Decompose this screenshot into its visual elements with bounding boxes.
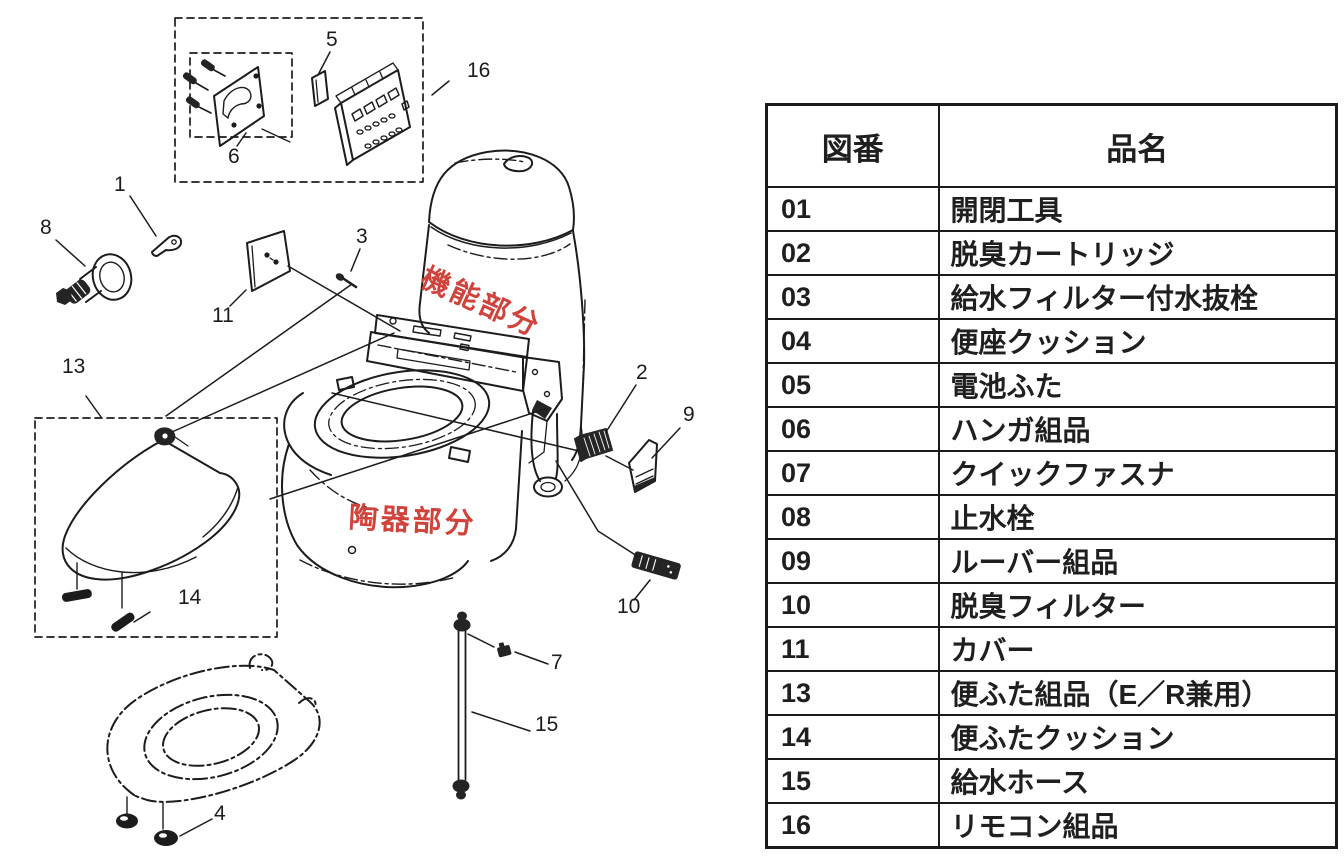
deodorizing-filter <box>631 551 681 580</box>
part-number-cell: 06 <box>765 406 940 452</box>
deodorizing-cartridge <box>574 428 613 462</box>
hanger-plate <box>213 66 291 147</box>
part-name-cell: 開閉工具 <box>937 186 1338 232</box>
part-name-cell: 給水ホース <box>937 758 1338 804</box>
stop-valve <box>56 253 133 305</box>
part-name-cell: 便座クッション <box>937 318 1338 364</box>
part-name-cell: 便ふたクッション <box>937 714 1338 760</box>
remote-control <box>334 62 411 166</box>
part-number-cell: 09 <box>765 538 940 584</box>
part-label-2: 2 <box>636 361 648 384</box>
header-part-name: 品名 <box>937 103 1338 188</box>
part-name-cell: 電池ふた <box>937 362 1338 408</box>
part-name-cell: 脱臭フィルター <box>937 582 1338 628</box>
quick-fastener <box>497 642 512 658</box>
part-number-cell: 03 <box>765 274 940 320</box>
part-number-cell: 05 <box>765 362 940 408</box>
part-number-cell: 13 <box>765 670 940 716</box>
cover-plate <box>246 230 291 292</box>
toilet-seat <box>106 653 321 803</box>
part-label-3: 3 <box>356 225 368 248</box>
part-number-cell: 16 <box>765 802 940 849</box>
part-label-1: 1 <box>114 173 126 196</box>
part-name-cell: 脱臭カートリッジ <box>937 230 1338 276</box>
part-name-cell: ルーバー組品 <box>937 538 1338 584</box>
part-name-cell: リモコン組品 <box>937 802 1338 849</box>
remote-assembly-box-16 <box>174 17 424 183</box>
seat-cushions <box>116 796 178 846</box>
part-label-11: 11 <box>212 304 234 327</box>
exploded-parts-diagram <box>34 17 681 846</box>
part-name-cell: カバー <box>937 626 1338 672</box>
part-label-7: 7 <box>551 651 563 674</box>
part-label-13: 13 <box>62 355 86 378</box>
toilet-lid <box>61 427 241 581</box>
part-number-cell: 07 <box>765 450 940 496</box>
mounting-screws <box>182 59 226 114</box>
water-supply-hose <box>452 611 471 800</box>
part-number-cell: 02 <box>765 230 940 276</box>
lid-assembly-box-13 <box>34 417 278 638</box>
part-label-15: 15 <box>535 713 559 736</box>
battery-lid <box>311 70 329 107</box>
ceramic-bowl <box>281 392 583 589</box>
part-number-cell: 11 <box>765 626 940 672</box>
part-label-9: 9 <box>683 403 695 426</box>
louver-assembly <box>628 439 658 493</box>
part-name-cell: クイックファスナ <box>937 450 1338 496</box>
part-label-4: 4 <box>214 802 226 825</box>
region-label-ceramic: 陶器部分 <box>347 501 478 541</box>
part-name-cell: ハンガ組品 <box>937 406 1338 452</box>
part-number-cell: 10 <box>765 582 940 628</box>
parts-table-header-row: 図番 品名 <box>765 103 1338 188</box>
lid-cushions <box>61 562 135 632</box>
toilet-tank <box>418 149 586 461</box>
part-number-cell: 15 <box>765 758 940 804</box>
part-label-6: 6 <box>228 145 240 168</box>
part-number-cell: 04 <box>765 318 940 364</box>
part-label-8: 8 <box>40 216 52 239</box>
part-label-5: 5 <box>326 28 338 51</box>
part-label-14: 14 <box>178 586 202 609</box>
part-label-10: 10 <box>617 595 641 618</box>
opening-tool <box>151 234 183 257</box>
part-name-cell: 止水栓 <box>937 494 1338 540</box>
part-number-cell: 08 <box>765 494 940 540</box>
part-number-cell: 01 <box>765 186 940 232</box>
part-label-16: 16 <box>467 59 491 82</box>
drain-screw <box>335 273 358 289</box>
header-fig-number: 図番 <box>765 103 940 188</box>
part-name-cell: 便ふた組品（E／R兼用） <box>937 670 1338 716</box>
hanger-assembly-box-6 <box>189 52 293 138</box>
part-name-cell: 給水フィルター付水抜栓 <box>937 274 1338 320</box>
seat-ring <box>313 369 491 463</box>
part-number-cell: 14 <box>765 714 940 760</box>
leader-lines <box>55 51 681 837</box>
